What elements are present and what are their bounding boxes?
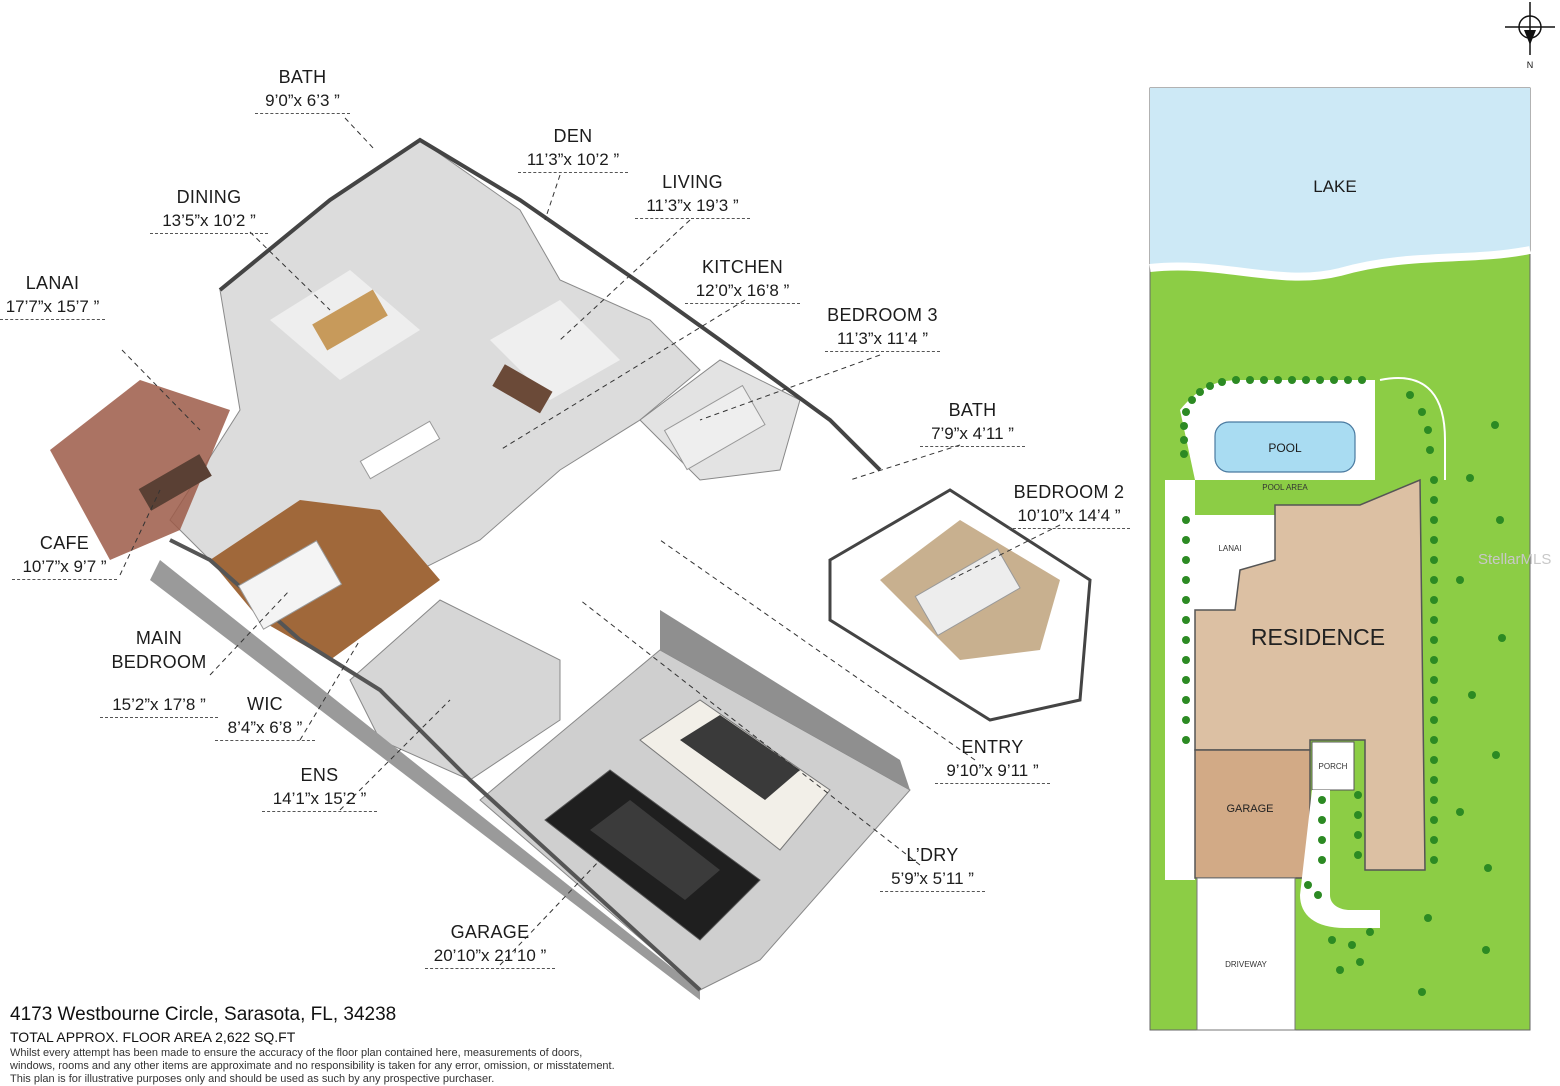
exterior-walls bbox=[169, 538, 702, 992]
living-rug bbox=[490, 300, 620, 400]
room-dims: 8’4”x 6’8 ” bbox=[215, 718, 315, 741]
room-name: BEDROOM 3 bbox=[827, 305, 938, 325]
room-name: ENS bbox=[300, 765, 339, 785]
cafe-table bbox=[138, 454, 212, 511]
label-bath-top: BATH 9’0”x 6’3 ” bbox=[255, 67, 350, 114]
exterior-walls-north bbox=[218, 137, 882, 472]
room-name: LANAI bbox=[25, 273, 80, 293]
room-dims: 17’7”x 15’7 ” bbox=[0, 297, 105, 320]
room-name: BATH bbox=[278, 67, 327, 87]
room-dims: 5’9”x 5’11 ” bbox=[880, 869, 985, 892]
room-dims: 20’10”x 21’10 ” bbox=[425, 946, 555, 969]
address: 4173 Westbourne Circle, Sarasota, FL, 34… bbox=[10, 1004, 397, 1025]
lake-shore bbox=[1149, 246, 1531, 281]
room-name: KITCHEN bbox=[701, 257, 784, 277]
north-arrow-icon bbox=[1505, 2, 1555, 55]
floor-area: TOTAL APPROX. FLOOR AREA 2,622 SQ.FT bbox=[10, 1029, 296, 1045]
label-entry: ENTRY 9’10”x 9’11 ” bbox=[935, 737, 1050, 784]
disclaimer-line-1: Whilst every attempt has been made to en… bbox=[10, 1047, 583, 1059]
driveway bbox=[1196, 877, 1296, 1031]
porch-label: PORCH bbox=[1319, 762, 1348, 771]
room-dims: 11’3”x 11’4 ” bbox=[825, 329, 940, 352]
sofa bbox=[492, 364, 553, 414]
lake bbox=[1150, 88, 1530, 277]
room-dims: 10’7”x 9’7 ” bbox=[12, 557, 117, 580]
room-dims: 11’3”x 10’2 ” bbox=[518, 150, 628, 173]
room-name: L’DRY bbox=[906, 845, 959, 865]
label-lanai: LANAI 17’7”x 15’7 ” bbox=[0, 273, 105, 320]
room-dims: 14’1”x 15’2 ” bbox=[262, 789, 377, 812]
bed-3 bbox=[663, 384, 766, 471]
pool bbox=[1214, 421, 1356, 473]
label-bedroom2: BEDROOM 2 10’10”x 14’4 ” bbox=[1008, 482, 1130, 529]
pool-label: POOL bbox=[1268, 441, 1302, 455]
label-cafe: CAFE 10’7”x 9’7 ” bbox=[12, 533, 117, 580]
white-suv bbox=[639, 699, 831, 851]
label-bedroom3: BEDROOM 3 11’3”x 11’4 ” bbox=[825, 305, 940, 352]
room-dims: 7’9”x 4’11 ” bbox=[920, 424, 1025, 447]
room-name: DINING bbox=[176, 187, 242, 207]
north-label: N bbox=[1527, 60, 1534, 70]
label-bath2: BATH 7’9”x 4’11 ” bbox=[920, 400, 1025, 447]
hedge-row bbox=[1180, 376, 1438, 974]
label-wic: WIC 8’4”x 6’8 ” bbox=[215, 694, 315, 741]
room-name: ENTRY bbox=[961, 737, 1024, 757]
pool-area-label: POOL AREA bbox=[1262, 483, 1308, 492]
trees bbox=[1418, 421, 1506, 996]
black-suv bbox=[544, 769, 761, 941]
room-name: MAIN BEDROOM bbox=[111, 628, 207, 672]
room-name: BATH bbox=[948, 400, 997, 420]
room-name: DEN bbox=[553, 126, 593, 146]
label-laundry: L’DRY 5’9”x 5’11 ” bbox=[880, 845, 985, 892]
room-dims: 10’10”x 14’4 ” bbox=[1008, 506, 1130, 529]
residence-label: RESIDENCE bbox=[1251, 624, 1385, 650]
room-name: LIVING bbox=[662, 172, 723, 192]
room-name: GARAGE bbox=[450, 922, 530, 942]
leader-lines bbox=[119, 117, 1061, 966]
garage-wall bbox=[150, 560, 700, 1000]
lanai-site bbox=[1195, 515, 1275, 610]
side-path bbox=[1165, 480, 1195, 880]
room-dims: 11’3”x 19’3 ” bbox=[635, 196, 750, 219]
room-name: BEDROOM 2 bbox=[1013, 482, 1125, 502]
kitchen-island bbox=[359, 420, 441, 480]
label-garage: GARAGE 20’10”x 21’10 ” bbox=[425, 922, 555, 969]
yard-curve bbox=[1379, 377, 1446, 480]
bed-2 bbox=[914, 548, 1021, 637]
room-dims: 9’10”x 9’11 ” bbox=[935, 761, 1050, 784]
label-den: DEN 11’3”x 10’2 ” bbox=[518, 126, 628, 173]
lake-label: LAKE bbox=[1313, 177, 1356, 196]
label-kitchen: KITCHEN 12’0”x 16’8 ” bbox=[685, 257, 800, 304]
bedroom2-wall bbox=[828, 488, 1092, 722]
room-dims: 13’5”x 10’2 ” bbox=[150, 211, 268, 234]
room-name: WIC bbox=[247, 694, 283, 714]
disclaimer-line-3: This plan is for illustrative purposes o… bbox=[10, 1073, 495, 1085]
room-dims: 9’0”x 6’3 ” bbox=[255, 91, 350, 114]
garage-side-wall bbox=[660, 610, 910, 790]
label-main-bedroom: MAIN BEDROOM 15’2”x 17’8 ” bbox=[100, 608, 218, 736]
floor-plan-3d bbox=[50, 117, 1092, 1000]
room-dims: 12’0”x 16’8 ” bbox=[685, 281, 800, 304]
label-dining: DINING 13’5”x 10’2 ” bbox=[150, 187, 268, 234]
label-ens: ENS 14’1”x 15’2 ” bbox=[262, 765, 377, 812]
label-living: LIVING 11’3”x 19’3 ” bbox=[635, 172, 750, 219]
site-plan: N LAKE POOL POOL AREA LANAI RESIDENCE PO… bbox=[1149, 2, 1555, 1031]
garage-site-label: GARAGE bbox=[1226, 803, 1273, 815]
driveway-label: DRIVEWAY bbox=[1225, 960, 1267, 969]
porch bbox=[1311, 741, 1355, 791]
disclaimer-line-2: windows, rooms and any other items are a… bbox=[10, 1060, 615, 1072]
dining-table bbox=[312, 289, 388, 351]
room-name: CAFE bbox=[39, 533, 90, 553]
bed-main bbox=[237, 540, 343, 630]
watermark: StellarMLS bbox=[1478, 551, 1552, 568]
lanai-site-label: LANAI bbox=[1218, 544, 1241, 553]
lanai-floor bbox=[50, 380, 230, 560]
room-dims: 15’2”x 17’8 ” bbox=[100, 695, 218, 718]
